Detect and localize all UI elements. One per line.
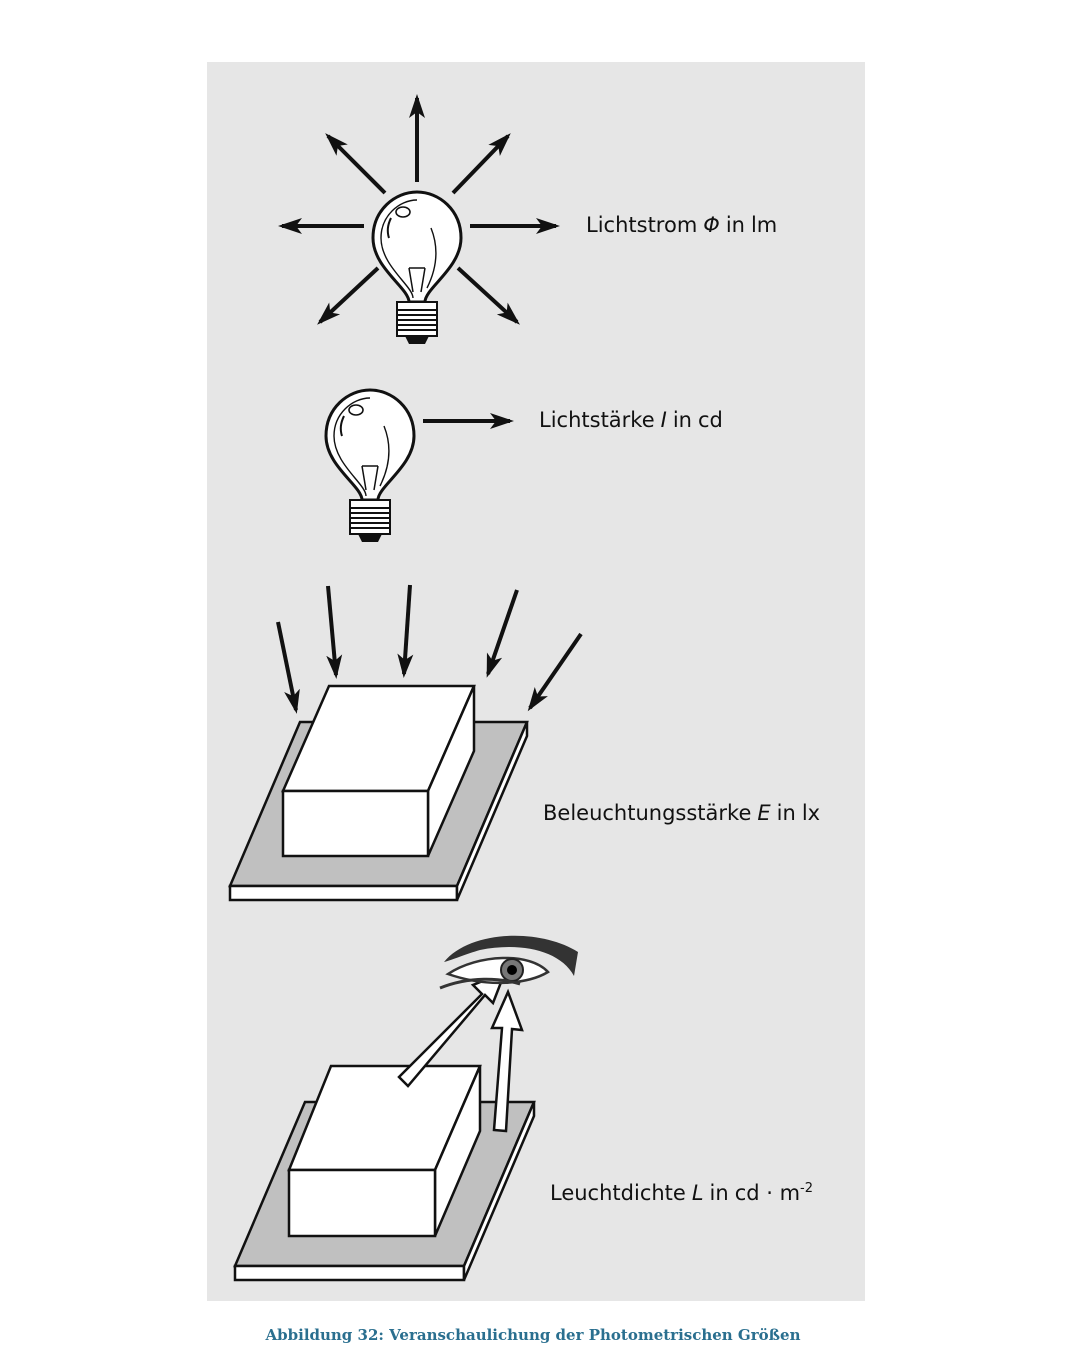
label-luminance-symbol: L <box>691 1181 704 1205</box>
label-illuminance-name: Beleuchtungsstärke <box>543 801 752 825</box>
label-luminous-flux-unit: lm <box>750 213 778 237</box>
label-illuminance-unit: lx <box>801 801 821 825</box>
luminous-flux-bulb <box>278 94 560 346</box>
illuminance-box <box>228 584 583 902</box>
label-luminous-intensity-symbol: I <box>660 408 667 432</box>
illuminance-arrows <box>276 584 583 714</box>
label-luminance-name: Leuchtdichte <box>550 1181 686 1205</box>
label-luminous-flux-symbol: Φ <box>703 213 720 237</box>
label-luminous-intensity-in: in <box>672 408 692 432</box>
label-luminance-in: in <box>709 1181 729 1205</box>
label-luminance-unit: cd · m <box>734 1181 801 1205</box>
flux-arrows <box>278 94 560 325</box>
luminous-intensity-bulb <box>324 388 514 544</box>
eye-icon <box>439 935 578 990</box>
label-illuminance-in: in <box>776 801 796 825</box>
label-luminous-flux-name: Lichtstrom <box>586 213 698 237</box>
luminance-arrow-vertical <box>490 988 524 1133</box>
luminance-arrow-diagonal <box>397 969 508 1088</box>
label-luminance-unit-exponent: -2 <box>800 1181 814 1196</box>
figure-caption: Abbildung 32: Veranschaulichung der Phot… <box>265 1326 801 1344</box>
label-luminous-flux-in: in <box>725 213 745 237</box>
luminance-box <box>233 935 578 1282</box>
label-illuminance-symbol: E <box>757 801 771 825</box>
label-luminous-intensity-name: Lichtstärke <box>539 408 655 432</box>
label-luminous-intensity-unit: cd <box>698 408 723 432</box>
